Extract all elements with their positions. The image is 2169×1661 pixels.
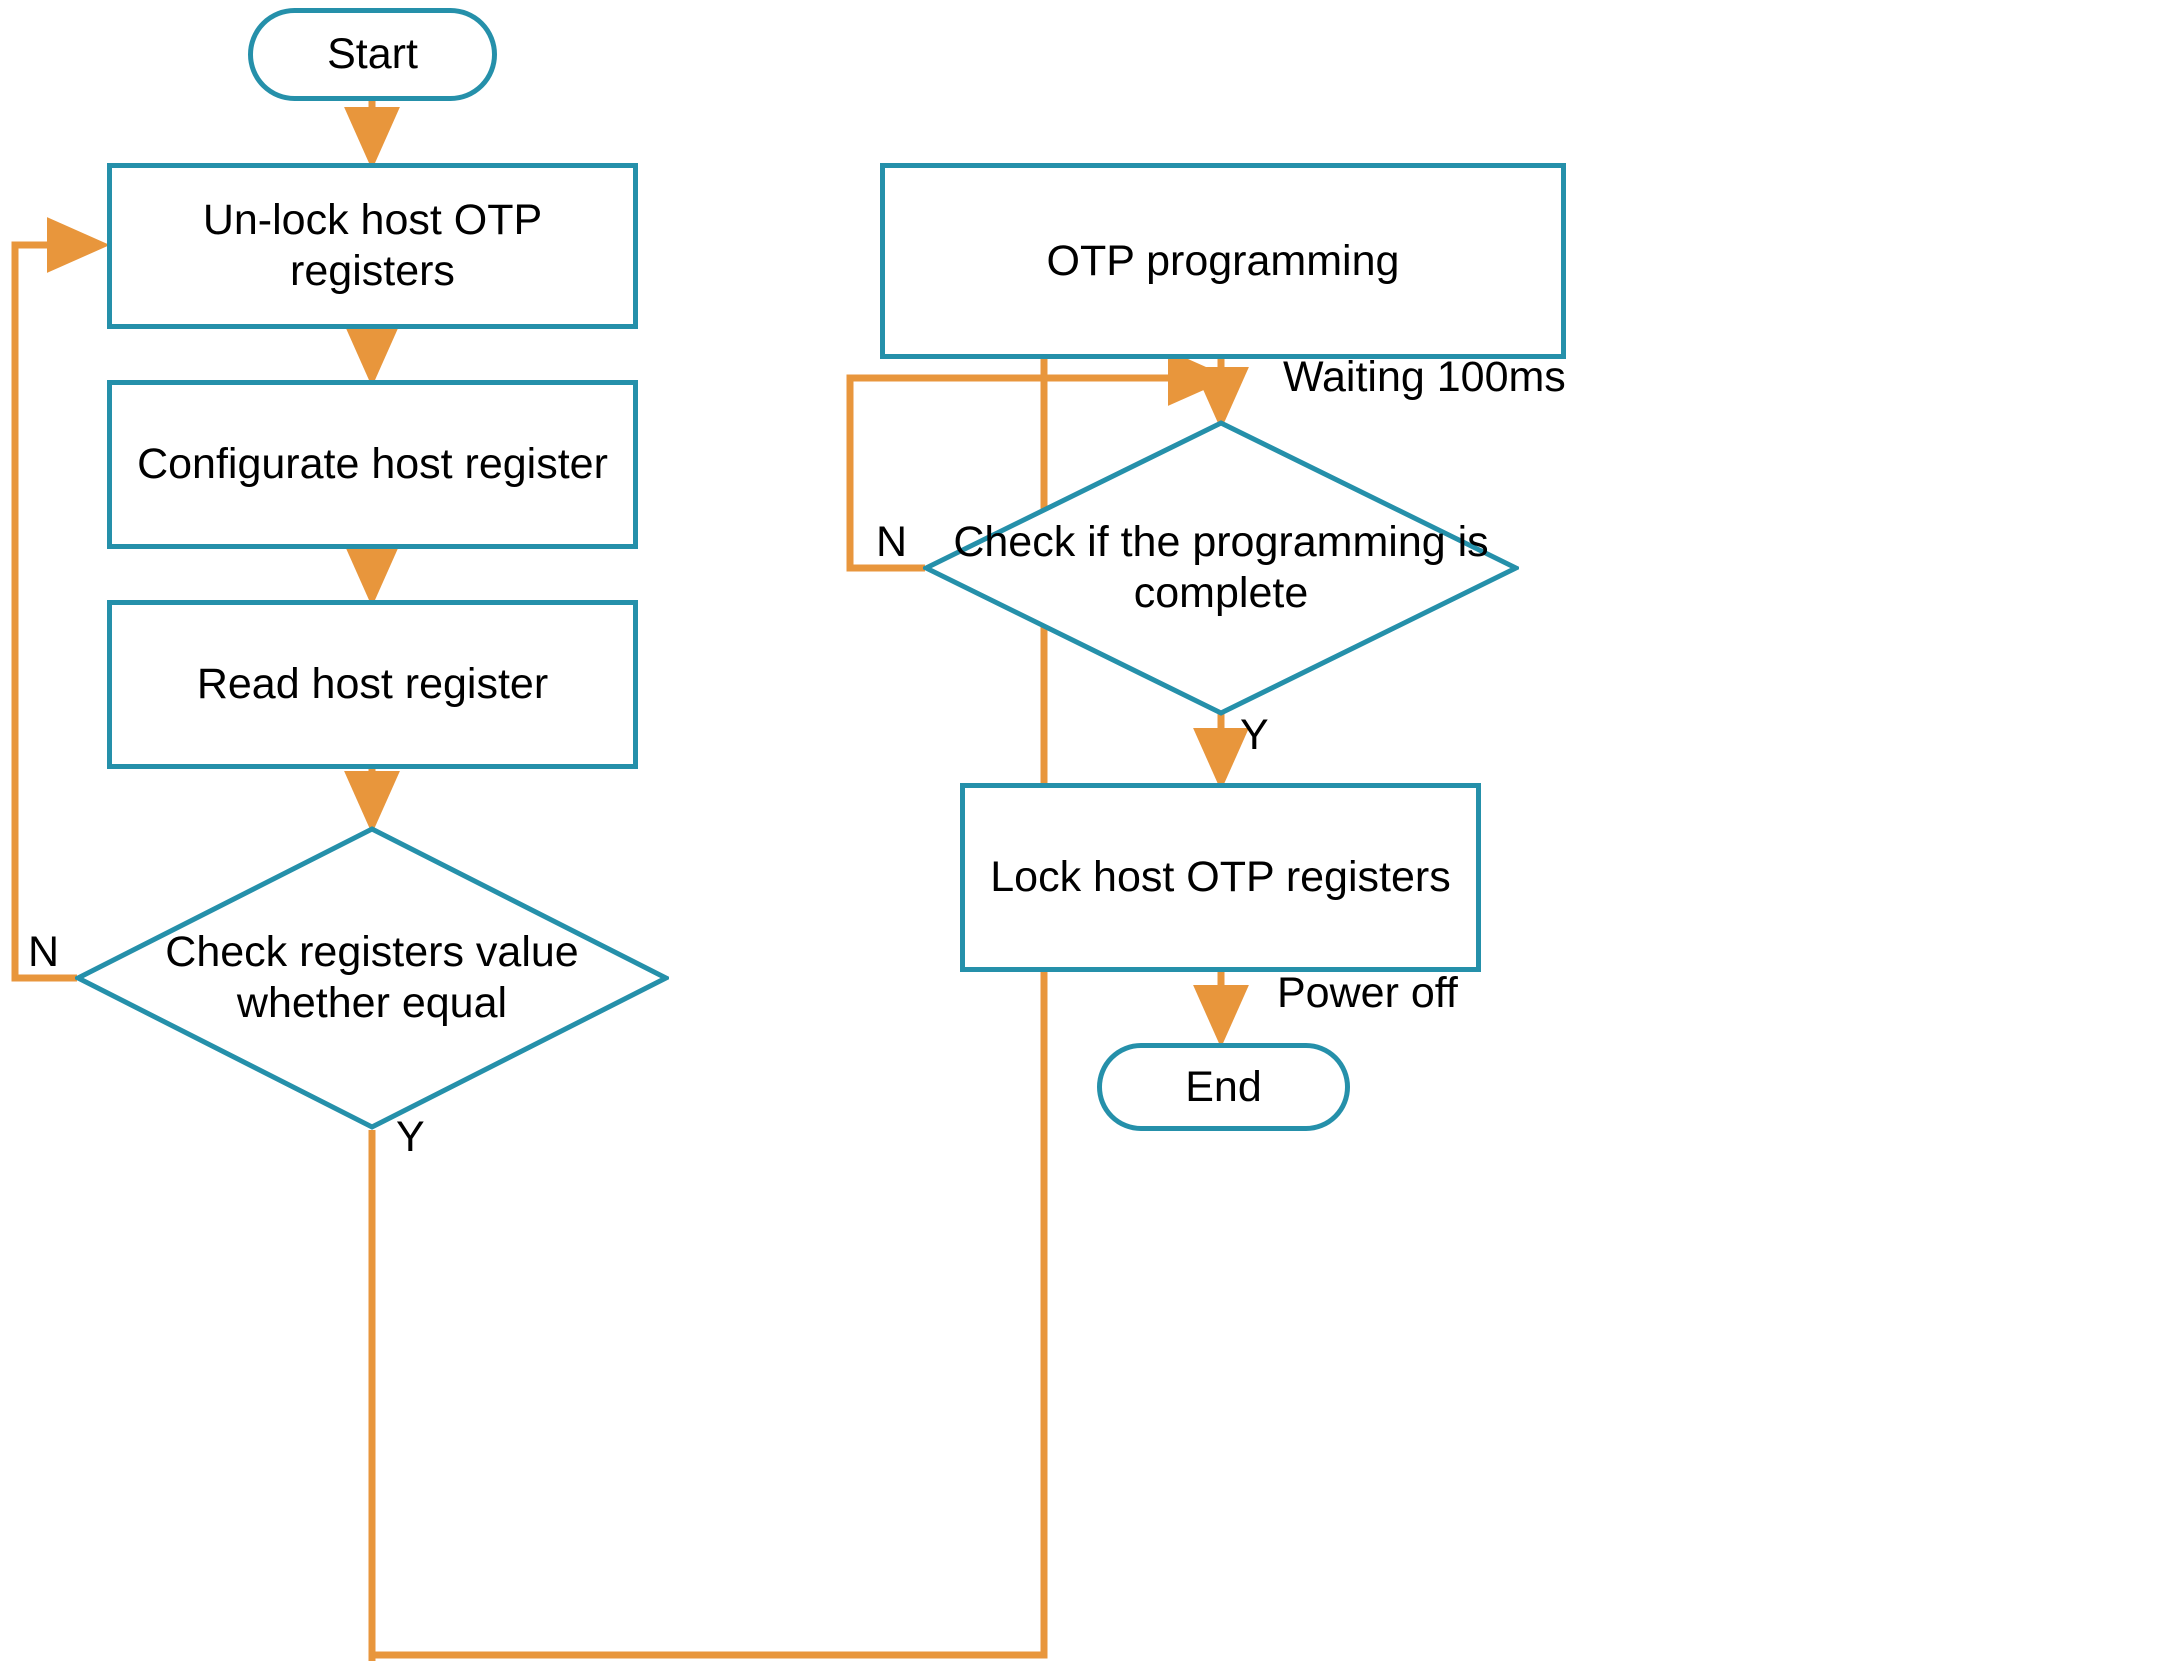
node-configurate-host-register-label: Configurate host register xyxy=(137,440,608,489)
node-end[interactable]: End xyxy=(1097,1043,1350,1131)
node-configurate-host-register[interactable]: Configurate host register xyxy=(107,380,638,549)
edge-label-check-complete-no: N xyxy=(876,518,908,566)
node-read-host-register-label: Read host register xyxy=(196,660,549,709)
connector-check-complete-no-loop xyxy=(846,350,1231,572)
node-unlock-host-otp-registers[interactable]: Un-lock host OTP registers xyxy=(107,163,638,329)
node-lock-host-otp-registers-label: Lock host OTP registers xyxy=(990,853,1451,902)
node-check-programming-complete[interactable]: Check if the programming is complete xyxy=(920,420,1522,716)
edge-label-power-off: Power off xyxy=(1277,969,1458,1017)
node-read-host-register[interactable]: Read host register xyxy=(107,600,638,769)
node-unlock-host-otp-registers-label: Un-lock host OTP registers xyxy=(202,196,543,295)
node-lock-host-otp-registers[interactable]: Lock host OTP registers xyxy=(960,783,1481,972)
node-start-label: Start xyxy=(327,30,418,79)
node-otp-programming-label: OTP programming xyxy=(1046,236,1400,285)
node-start[interactable]: Start xyxy=(248,8,497,101)
edge-label-check-complete-yes: Y xyxy=(1240,711,1269,759)
node-end-label: End xyxy=(1185,1062,1262,1111)
node-check-registers-value[interactable]: Check registers value whether equal xyxy=(72,826,672,1130)
diamond-shape xyxy=(920,420,1522,716)
edge-label-check-equal-no: N xyxy=(28,928,60,976)
edge-label-waiting-100ms: Waiting 100ms xyxy=(1283,353,1566,401)
diamond-shape xyxy=(72,826,672,1130)
node-otp-programming[interactable]: OTP programming xyxy=(880,163,1566,359)
edge-label-check-equal-yes: Y xyxy=(396,1113,425,1161)
connector-check-equal-no-loop xyxy=(11,217,110,982)
